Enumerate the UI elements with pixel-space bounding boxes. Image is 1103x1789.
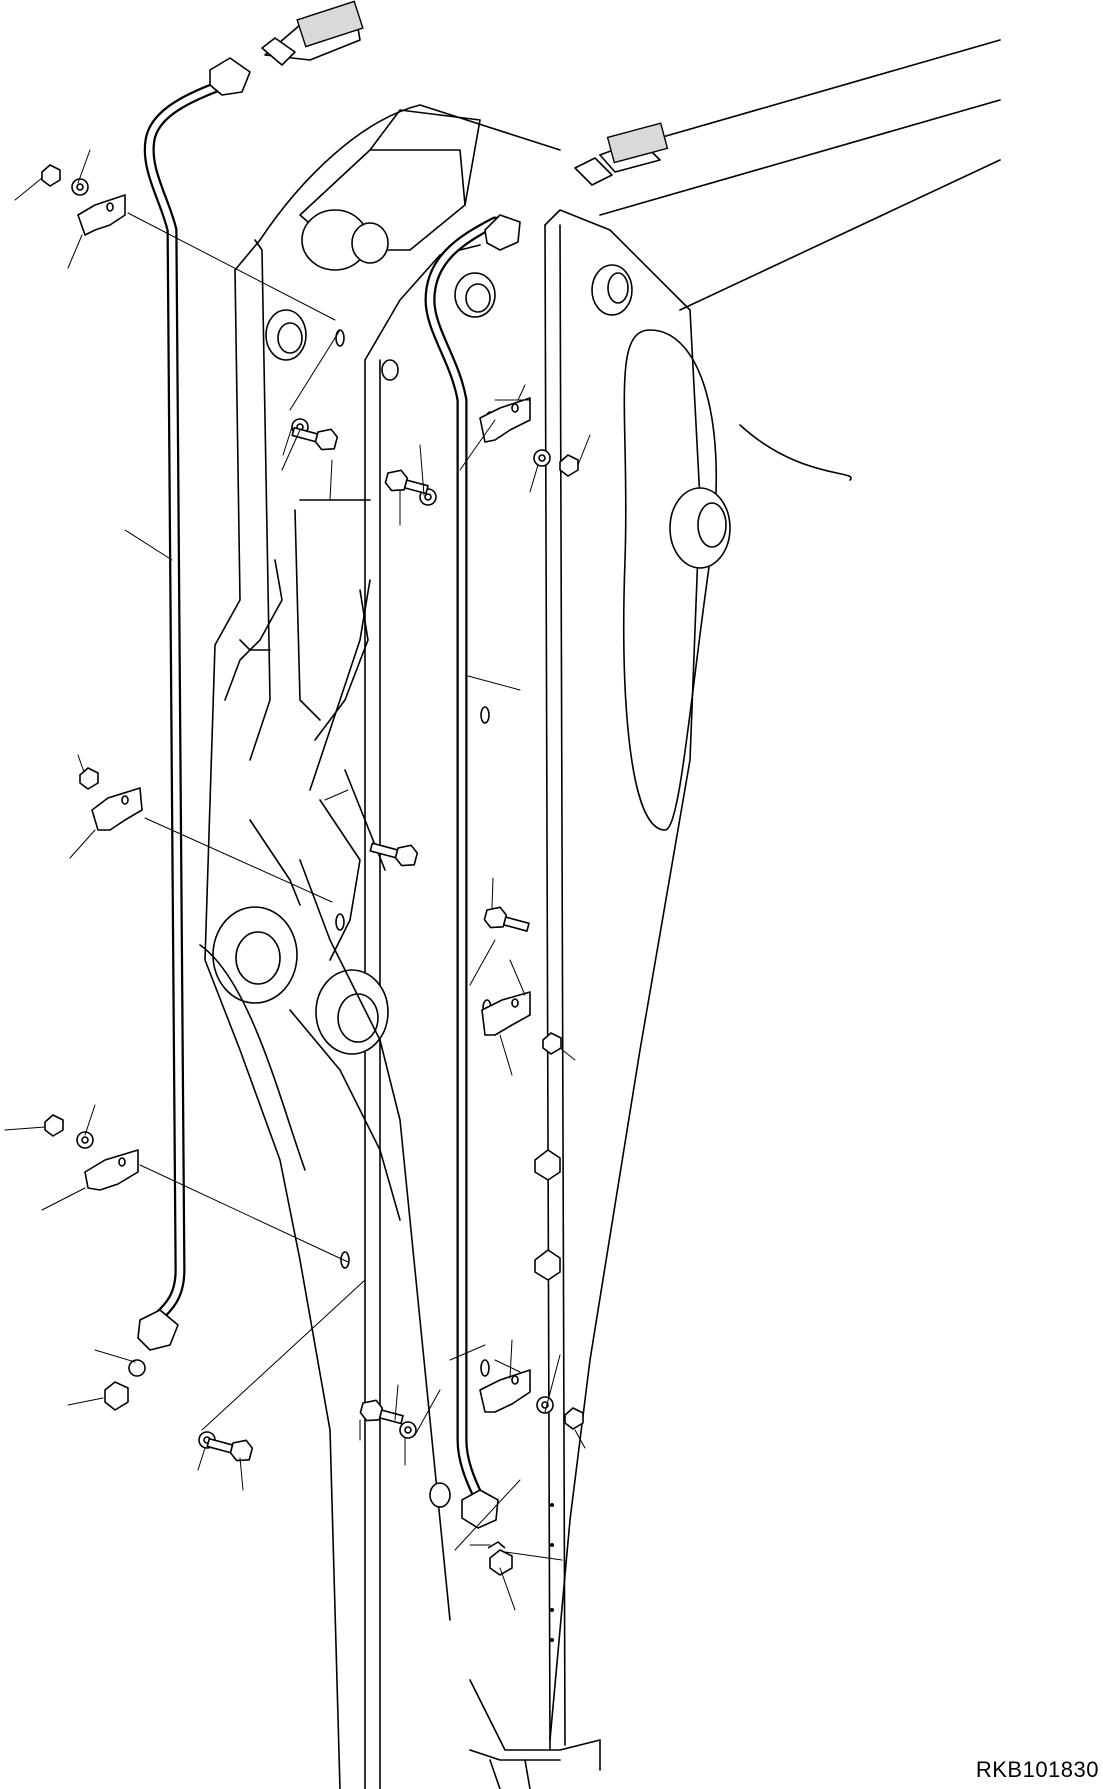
nut-icon (42, 165, 583, 1429)
assembly-lines (128, 213, 530, 1550)
o-ring-icon (129, 1360, 145, 1376)
hydraulic-pipe-icon (138, 58, 250, 1350)
arm-body (200, 40, 1000, 1789)
plug-icon (488, 1542, 512, 1575)
nut-icon (535, 1250, 560, 1280)
leader-lines (5, 150, 590, 1610)
drawing-code: RKB101830 (975, 1757, 1099, 1782)
hose-fitting-icon (262, 1, 667, 185)
nut-icon (535, 1150, 560, 1180)
bolt-icon (206, 420, 531, 1464)
hydraulic-pipe-icon (430, 215, 520, 1528)
washer-icon (72, 179, 553, 1448)
clamp-icon (78, 195, 530, 1412)
